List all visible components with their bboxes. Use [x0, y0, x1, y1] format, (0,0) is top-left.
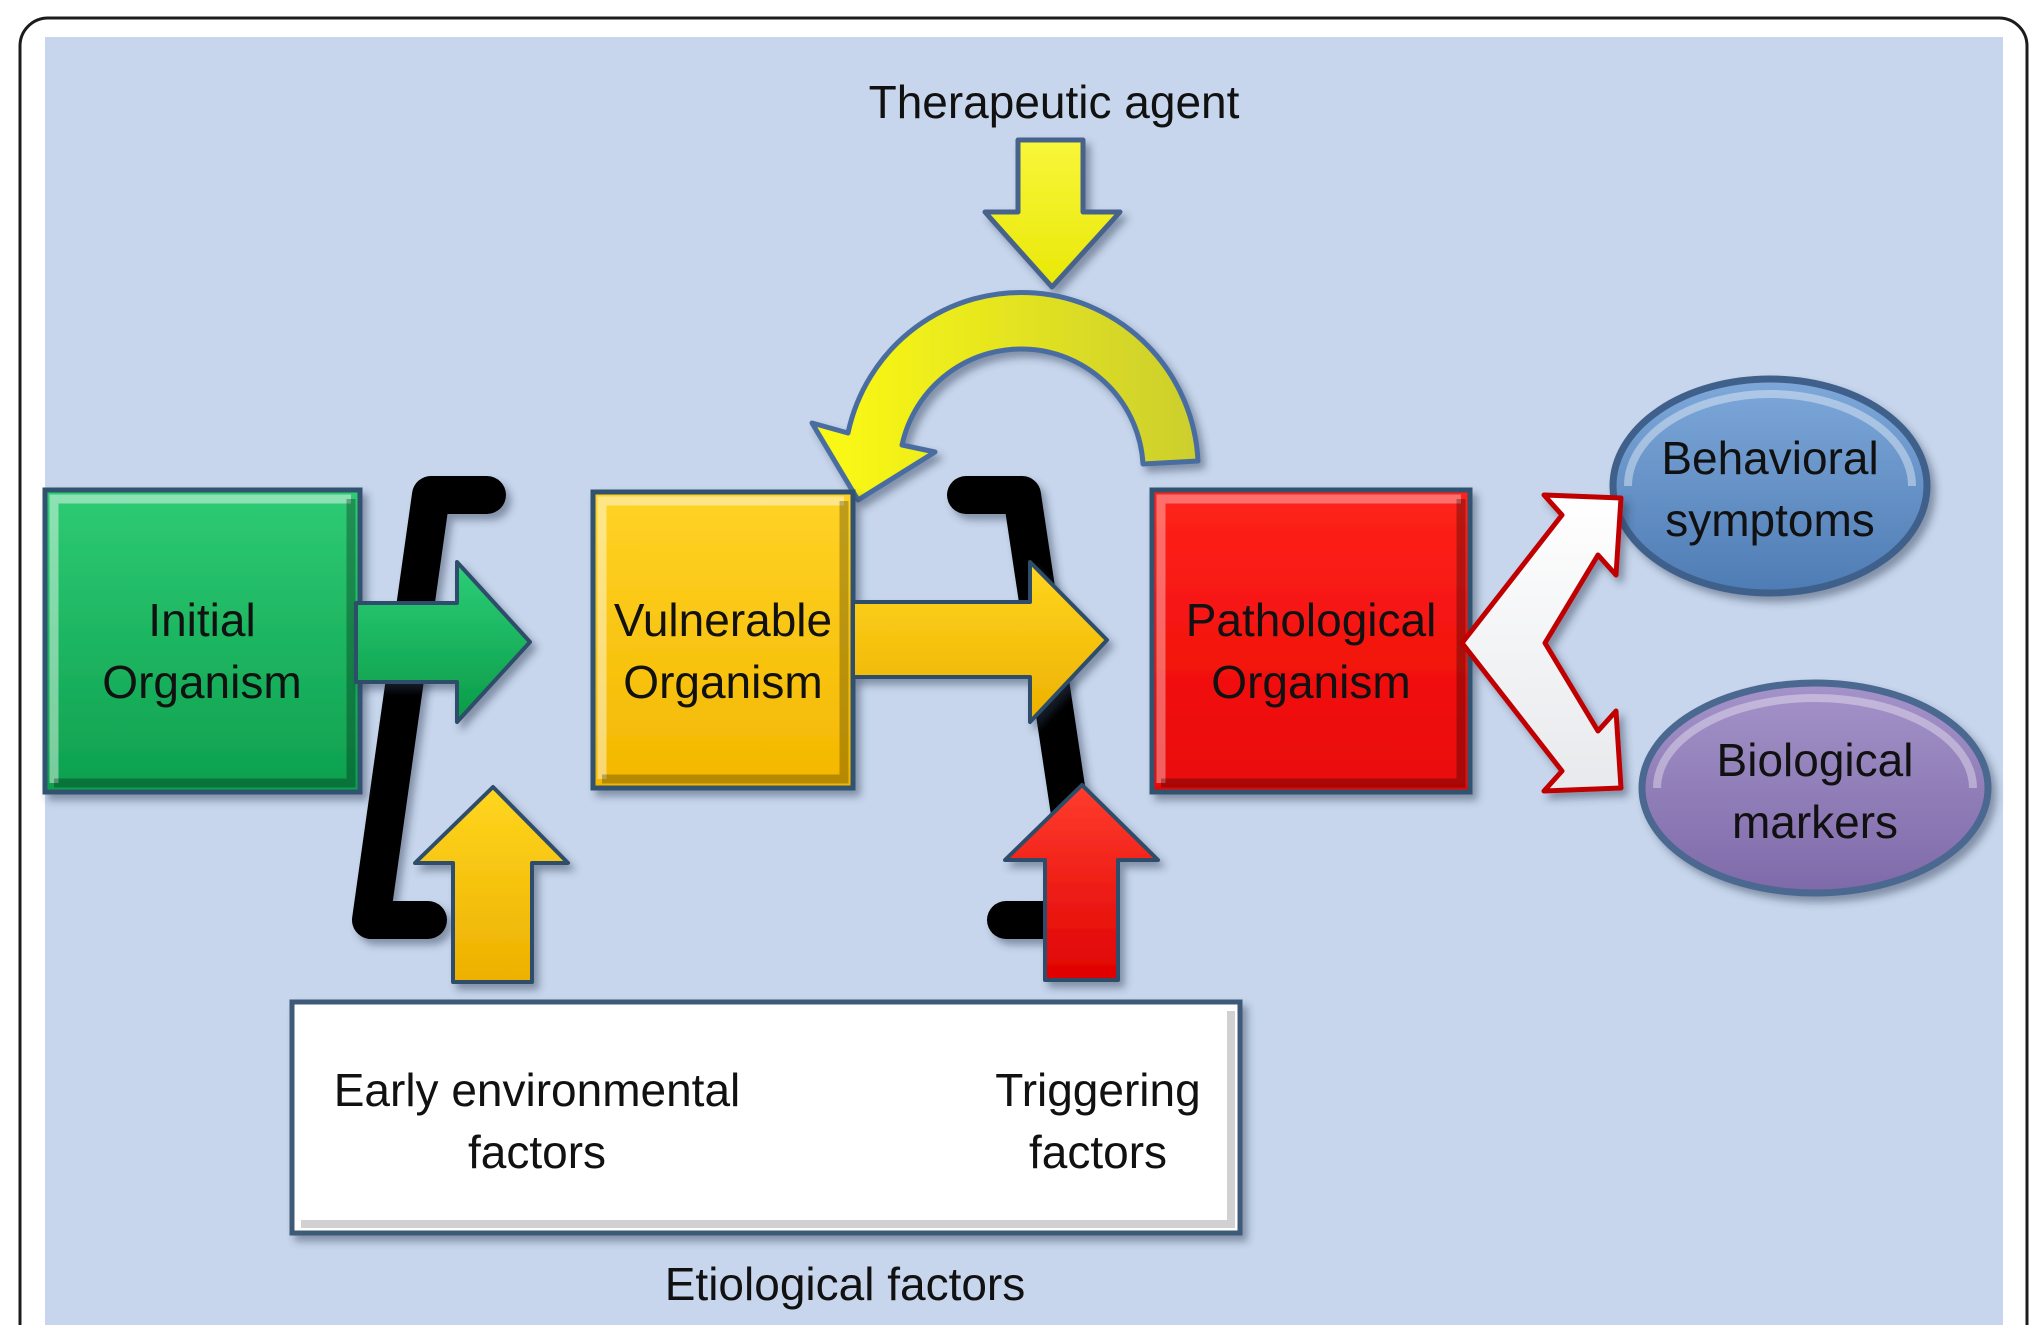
- bracket-left-icon: [352, 476, 506, 939]
- behavioral-symptoms-label-line1: Behavioral: [1661, 432, 1878, 484]
- therapeutic-agent-arrow-icon: [982, 137, 1123, 290]
- vulnerable-to-pathological-arrow-icon: [851, 560, 1109, 724]
- factors-box: Early environmental factors Triggering f…: [289, 999, 1243, 1236]
- pathological-box-bevel-highlight: [1156, 494, 1461, 783]
- factors-box-bevel-shade: [301, 1011, 1235, 1228]
- pathological-box-bevel-shade: [1161, 499, 1466, 788]
- therapeutic-agent-label: Therapeutic agent: [869, 76, 1240, 128]
- outcomes-split-arrow-icon: [1459, 492, 1624, 794]
- vulnerable-box-bevel-highlight: [597, 496, 844, 779]
- vulnerable-box-bevel-shade: [602, 501, 849, 784]
- biological-markers-ellipse: Biological markers: [1638, 679, 1992, 897]
- biological-ellipse-shape: [1638, 679, 1992, 897]
- triggering-factors-arrow-icon: [1003, 783, 1160, 982]
- vulnerable-organism-box: Vulnerable Organism: [590, 489, 856, 791]
- triggering-factors-label-line1: Triggering: [995, 1064, 1200, 1116]
- initial-organism-box: Initial Organism: [42, 487, 363, 795]
- early-environmental-factors-label-line2: factors: [468, 1126, 606, 1178]
- etiological-factors-caption: Etiological factors: [665, 1258, 1026, 1310]
- early-factors-arrow-icon: [413, 785, 570, 984]
- behavioral-ellipse-shape: [1609, 375, 1931, 597]
- behavioral-ellipse-highlight: [1624, 390, 1916, 487]
- behavioral-symptoms-label-line2: symptoms: [1665, 494, 1875, 546]
- initial-box-bevel-highlight: [49, 494, 351, 783]
- factors-box-rect: [289, 999, 1243, 1236]
- vulnerable-organism-label-line2: Organism: [623, 656, 822, 708]
- biological-markers-label-line2: markers: [1732, 796, 1898, 848]
- pathological-organism-label-line1: Pathological: [1186, 594, 1437, 646]
- behavioral-symptoms-ellipse: Behavioral symptoms: [1609, 375, 1931, 597]
- initial-box-bevel-shade: [54, 499, 356, 788]
- vulnerable-organism-label-line1: Vulnerable: [614, 594, 832, 646]
- pathological-organism-box: Pathological Organism: [1149, 487, 1473, 795]
- initial-organism-rect: [42, 487, 363, 795]
- vulnerable-organism-rect: [590, 489, 856, 791]
- initial-organism-label-line2: Organism: [102, 656, 301, 708]
- therapy-feedback-arc-icon: [809, 289, 1201, 503]
- initial-organism-label-line1: Initial: [148, 594, 255, 646]
- biological-ellipse-highlight: [1653, 694, 1977, 789]
- initial-to-vulnerable-arrow-icon: [354, 560, 532, 724]
- pathological-organism-label-line2: Organism: [1211, 656, 1410, 708]
- early-environmental-factors-label-line1: Early environmental: [334, 1064, 741, 1116]
- triggering-factors-label-line2: factors: [1029, 1126, 1167, 1178]
- biological-markers-label-line1: Biological: [1717, 734, 1914, 786]
